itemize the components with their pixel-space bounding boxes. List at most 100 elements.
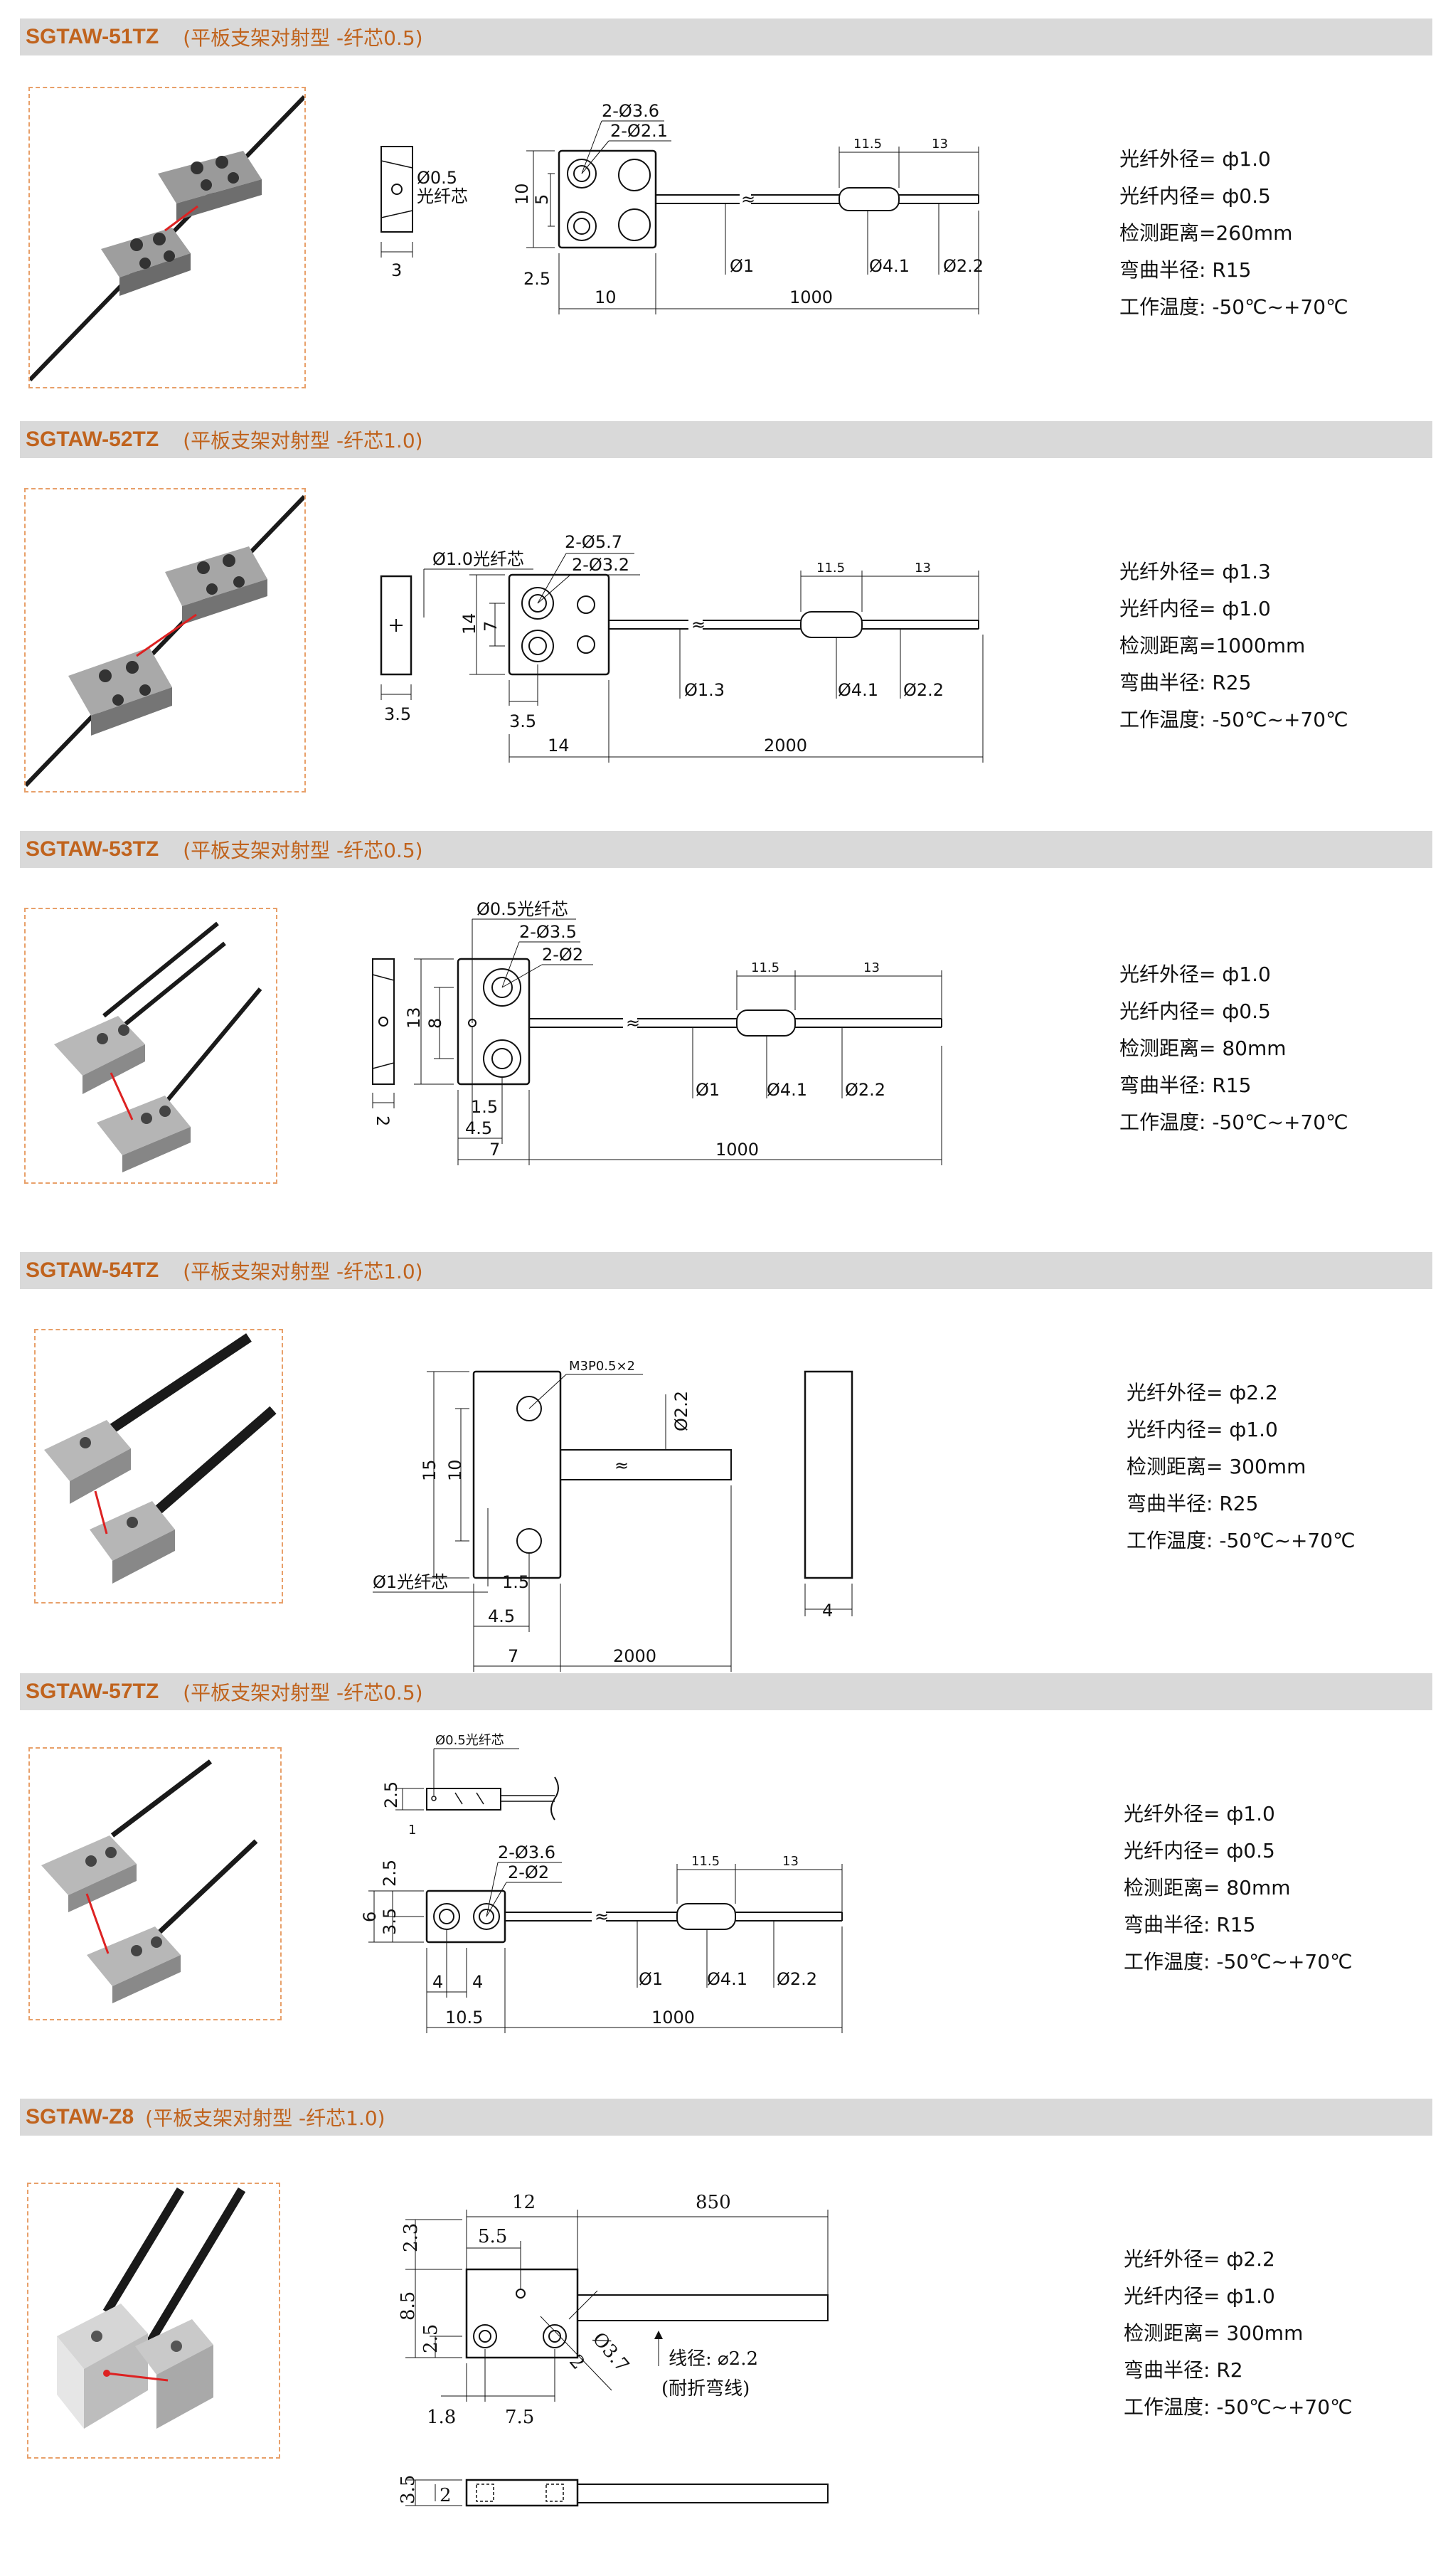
spec-inner-diameter: 光纤内径= ф1.0: [1124, 2284, 1275, 2308]
width-dim: 12: [512, 2192, 536, 2213]
spec-bend-radius: 弯曲半径: R15: [1119, 258, 1252, 282]
hole-small-dim: 2: [565, 2351, 589, 2374]
thick-dim: 3: [391, 260, 402, 280]
product-photo: [24, 488, 306, 793]
technical-drawing: Ø0.5光纤芯 2.5 1 2-Ø3.6 2-Ø2 6 2.5 3.5: [356, 1727, 1038, 2062]
product-photo: [34, 1329, 283, 1604]
hole-small-dim: 2-Ø2: [508, 1862, 549, 1882]
width-dim: 7: [489, 1140, 500, 1160]
tip-dim: Ø2.2: [845, 1080, 885, 1100]
sleeve-dim: Ø4.1: [838, 680, 878, 700]
spec-inner-diameter: 光纤内径= ф0.5: [1119, 1000, 1271, 1023]
spec-bend-radius: 弯曲半径: R25: [1119, 671, 1252, 694]
spec-bend-radius: 弯曲半径: R2: [1124, 2358, 1243, 2382]
spec-temperature: 工作温度: -50℃~+70℃: [1127, 1529, 1356, 1552]
half-dim: 4.5: [488, 1606, 515, 1626]
core-dim: Ø1光纤芯: [373, 1572, 448, 1592]
side-edge-dim: 1: [408, 1823, 416, 1838]
fiber-dim: Ø1: [730, 256, 754, 276]
spec-list: 光纤外径= ф2.2 光纤内径= ф1.0 检测距离= 300mm 弯曲半径: …: [1124, 2241, 1353, 2426]
fiber-dim: Ø1: [639, 1969, 663, 1989]
pitch-dim: 7.5: [505, 2407, 534, 2428]
model-description: (平板支架对射型 -纤芯0.5): [183, 26, 423, 50]
model-description: (平板支架对射型 -纤芯1.0): [183, 1260, 423, 1283]
spec-list: 光纤外径= ф1.0 光纤内径= ф0.5 检测距离= 80mm 弯曲半径: R…: [1124, 1796, 1353, 1981]
section-header: SGTAW-52TZ (平板支架对射型 -纤芯1.0): [20, 421, 1432, 458]
product-photo: [24, 908, 277, 1184]
technical-drawing: 12 850 2.3 5.5 8.5 2.5 1.8 7.5 Ø3.7 2: [356, 2156, 1038, 2554]
spec-outer-diameter: 光纤外径= ф1.3: [1119, 560, 1271, 583]
sleeve-len-dim: 11.5: [691, 1854, 720, 1869]
product-photo: [28, 1747, 282, 2020]
pitch-dim: 10: [445, 1459, 465, 1481]
tip-len-dim: 13: [863, 960, 880, 975]
half-dim: 4.5: [465, 1118, 492, 1138]
length-dim: 850: [696, 2192, 731, 2213]
thread-dim: M3P0.5×2: [569, 1359, 635, 1374]
pitch-a-dim: 4: [432, 1972, 443, 1992]
length-dim: 2000: [613, 1646, 656, 1666]
spec-outer-diameter: 光纤外径= ф2.2: [1127, 1381, 1278, 1404]
tip-dim: Ø2.2: [943, 256, 984, 276]
core-dim: Ø0.5: [417, 168, 457, 188]
height-dim: 10: [512, 183, 532, 205]
spec-temperature: 工作温度: -50℃~+70℃: [1119, 295, 1348, 319]
spec-outer-diameter: 光纤外径= ф1.0: [1124, 1802, 1275, 1825]
spec-inner-diameter: 光纤内径= ф0.5: [1124, 1839, 1275, 1862]
hole-small-dim: 2-Ø2.1: [610, 121, 668, 141]
product-section-51tz: SGTAW-51TZ (平板支架对射型 -纤芯0.5) Ø0.5 光纤芯 3: [0, 18, 1448, 388]
spec-temperature: 工作温度: -50℃~+70℃: [1124, 1950, 1353, 1973]
hole-small-dim: 2-Ø2: [542, 945, 583, 965]
spec-temperature: 工作温度: -50℃~+70℃: [1124, 2395, 1353, 2419]
hole-big-dim: Ø3.7: [588, 2328, 633, 2376]
spec-list: 光纤外径= ф1.3 光纤内径= ф1.0 检测距离=1000mm 弯曲半径: …: [1119, 553, 1348, 738]
spec-inner-diameter: 光纤内径= ф0.5: [1119, 184, 1271, 208]
product-section-57tz: SGTAW-57TZ (平板支架对射型 -纤芯0.5) Ø0.5光纤芯: [0, 1673, 1448, 2072]
top-dim: 2.3: [400, 2223, 422, 2252]
length-dim: 1000: [651, 2008, 695, 2028]
hole-big-dim: 2-Ø5.7: [565, 532, 622, 552]
product-photo: [27, 2183, 280, 2459]
technical-drawing: Ø1.0光纤芯 3.5 2-Ø5.7 2-Ø3.2 14 7: [356, 464, 1038, 798]
spec-detection-distance: 检测距离= 80mm: [1119, 1037, 1287, 1060]
sleeve-len-dim: 11.5: [751, 960, 779, 975]
hole-big-dim: 2-Ø3.6: [498, 1843, 555, 1862]
wire-note: (耐折弯线): [661, 2378, 750, 2400]
width-dim: 14: [548, 736, 570, 756]
model-code: SGTAW-51TZ: [26, 25, 159, 48]
left-dim: 1.8: [427, 2407, 456, 2428]
spec-bend-radius: 弯曲半径: R15: [1119, 1074, 1252, 1097]
section-header: SGTAW-53TZ (平板支架对射型 -纤芯0.5): [20, 831, 1432, 868]
model-code: SGTAW-57TZ: [26, 1680, 159, 1703]
wire-dim: 线径: ⌀2.2: [669, 2348, 758, 2370]
spec-detection-distance: 检测距离= 80mm: [1124, 1876, 1291, 1899]
spec-temperature: 工作温度: -50℃~+70℃: [1119, 1111, 1348, 1134]
model-description: (平板支架对射型 -纤芯0.5): [183, 839, 423, 862]
height-dim: 8.5: [398, 2291, 419, 2321]
side-height-dim: 3.5: [398, 2475, 419, 2504]
svg-text:≈: ≈: [741, 189, 755, 209]
product-photo: [28, 87, 306, 388]
technical-drawing: 2 Ø0.5光纤芯 2-Ø3.5 2-Ø2 13 8 1.5: [356, 881, 1038, 1222]
svg-text:≈: ≈: [626, 1013, 640, 1033]
length-dim: 2000: [764, 736, 807, 756]
hole-small-dim: 2-Ø3.2: [572, 555, 629, 575]
height-dim: 6: [360, 1912, 380, 1922]
pitch-b-dim: 4: [472, 1972, 483, 1992]
spec-temperature: 工作温度: -50℃~+70℃: [1119, 708, 1348, 731]
tip-len-dim: 13: [782, 1854, 799, 1869]
side-height-dim: 2.5: [381, 1781, 401, 1808]
hole-big-dim: 2-Ø3.6: [602, 101, 659, 121]
length-dim: 1000: [715, 1140, 759, 1160]
fiber-dim: Ø1.3: [684, 680, 725, 700]
mid-dim: 3.5: [380, 1908, 400, 1935]
model-description: (平板支架对射型 -纤芯1.0): [145, 2106, 385, 2130]
height-dim: 13: [404, 1007, 424, 1029]
width-dim: 10: [595, 287, 617, 307]
height-dim: 15: [420, 1459, 440, 1481]
product-section-52tz: SGTAW-52TZ (平板支架对射型 -纤芯1.0) Ø1.0光纤芯 3.: [0, 421, 1448, 820]
section-header: SGTAW-Z8 (平板支架对射型 -纤芯1.0): [20, 2099, 1432, 2136]
width-dim: 7: [508, 1646, 518, 1666]
model-code: SGTAW-54TZ: [26, 1258, 159, 1282]
edge-dim: 3.5: [509, 711, 536, 731]
